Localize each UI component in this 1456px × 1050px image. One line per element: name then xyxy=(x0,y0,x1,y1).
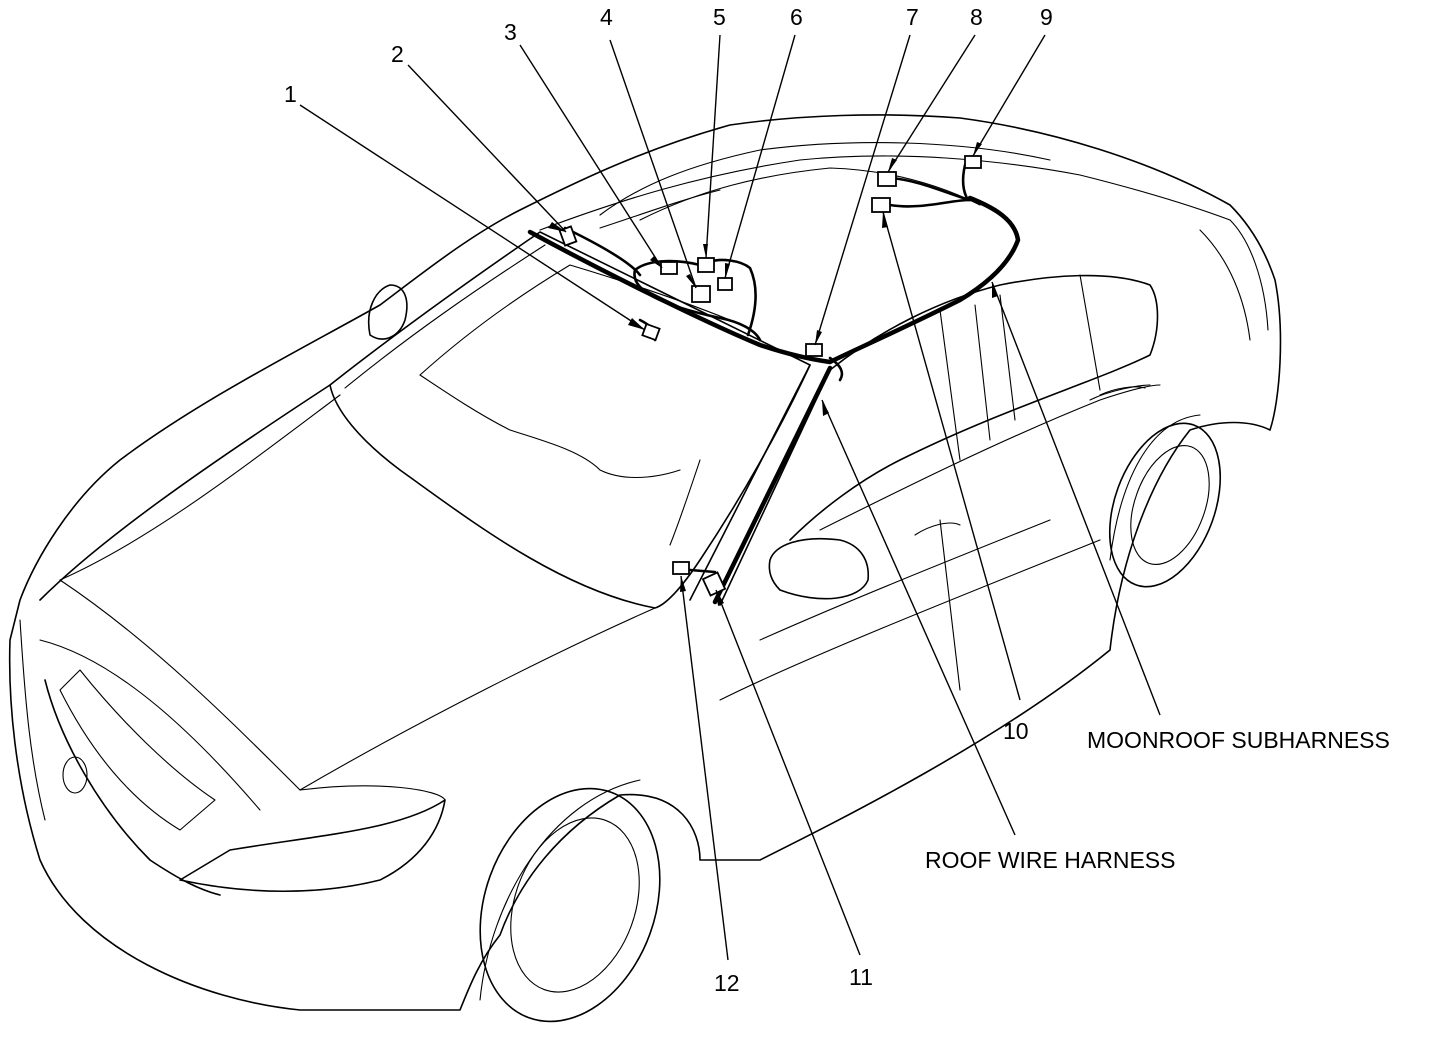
callout-7: 7 xyxy=(906,4,919,30)
connector-9 xyxy=(964,155,982,169)
callout-numbers: 1 2 3 4 5 6 7 8 9 10 11 12 xyxy=(284,4,1053,996)
connector-8 xyxy=(877,171,897,187)
connectors xyxy=(558,155,982,597)
arrowheads xyxy=(548,142,998,606)
moonroof-subharness-label: MOONROOF SUBHARNESS xyxy=(1087,727,1390,753)
roof-wire-harness-line xyxy=(527,163,1021,605)
callout-10: 10 xyxy=(1003,718,1029,744)
callout-2: 2 xyxy=(391,41,404,67)
connector-5 xyxy=(697,257,715,273)
car-body xyxy=(8,114,1282,1023)
callout-12: 12 xyxy=(714,970,740,996)
connector-12 xyxy=(672,561,690,575)
connector-4 xyxy=(691,285,711,303)
connector-10 xyxy=(871,197,891,213)
callout-9: 9 xyxy=(1040,4,1053,30)
callout-8: 8 xyxy=(970,4,983,30)
callout-11: 11 xyxy=(849,964,873,990)
connector-7 xyxy=(805,343,823,357)
connector-11 xyxy=(701,571,727,597)
callout-1: 1 xyxy=(284,81,297,107)
callout-4: 4 xyxy=(600,4,613,30)
callout-6: 6 xyxy=(790,4,803,30)
connector-3 xyxy=(660,261,678,275)
callout-3: 3 xyxy=(504,19,517,45)
roof-wire-harness-label: ROOF WIRE HARNESS xyxy=(925,847,1175,873)
callout-5: 5 xyxy=(713,4,726,30)
connector-1 xyxy=(641,322,661,342)
connector-6 xyxy=(717,277,733,291)
leader-lines xyxy=(299,34,1161,961)
